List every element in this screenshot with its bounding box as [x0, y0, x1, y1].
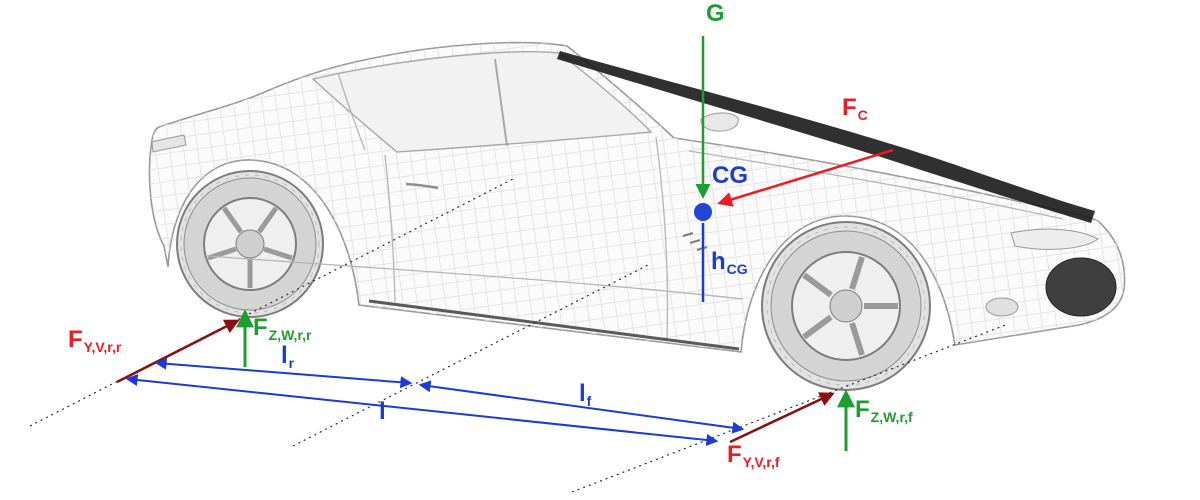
- annotations: [116, 36, 894, 451]
- fz-front-label: FZ,W,r,f: [855, 396, 913, 425]
- headlight: [1010, 228, 1099, 250]
- fz-rear-label: FZ,W,r,r: [253, 314, 312, 343]
- cg-label: CG: [712, 162, 748, 189]
- gravity-label: G: [706, 0, 725, 27]
- b-pillar-line: [494, 58, 508, 147]
- dark-accent-stripe: [557, 51, 1095, 223]
- rocker-sill-line: [368, 299, 740, 351]
- rear-axle-dotted-line: [29, 177, 516, 427]
- front-wheel: [761, 221, 931, 391]
- fy-rear-arrow: [116, 319, 240, 384]
- side-glass: [311, 51, 653, 153]
- l-rear-label: lr: [281, 342, 295, 371]
- centrifugal-arrow: [717, 148, 894, 207]
- l-front-label: lf: [579, 380, 592, 409]
- cg-marker: [694, 203, 712, 221]
- car-body: [148, 41, 1126, 353]
- front-grille: [1045, 257, 1117, 317]
- panel-lines: [205, 136, 1064, 340]
- wheelbase-label: l: [379, 398, 386, 425]
- centrifugal-label: FC: [842, 94, 868, 123]
- quarter-window-line: [337, 72, 366, 151]
- fy-rear-label: FY,V,r,r: [68, 326, 122, 355]
- fy-front-label: FY,V,r,f: [727, 441, 780, 470]
- door-handle: [405, 182, 439, 190]
- taillight: [151, 134, 187, 153]
- cg-height-label: hCG: [711, 248, 748, 277]
- side-mirror: [700, 112, 739, 132]
- front-vent: [985, 297, 1019, 317]
- dim-wheelbase: [125, 374, 719, 446]
- rear-wheel: [176, 170, 324, 318]
- wireframe-car: [148, 41, 1126, 391]
- fy-front-arrow: [729, 392, 835, 444]
